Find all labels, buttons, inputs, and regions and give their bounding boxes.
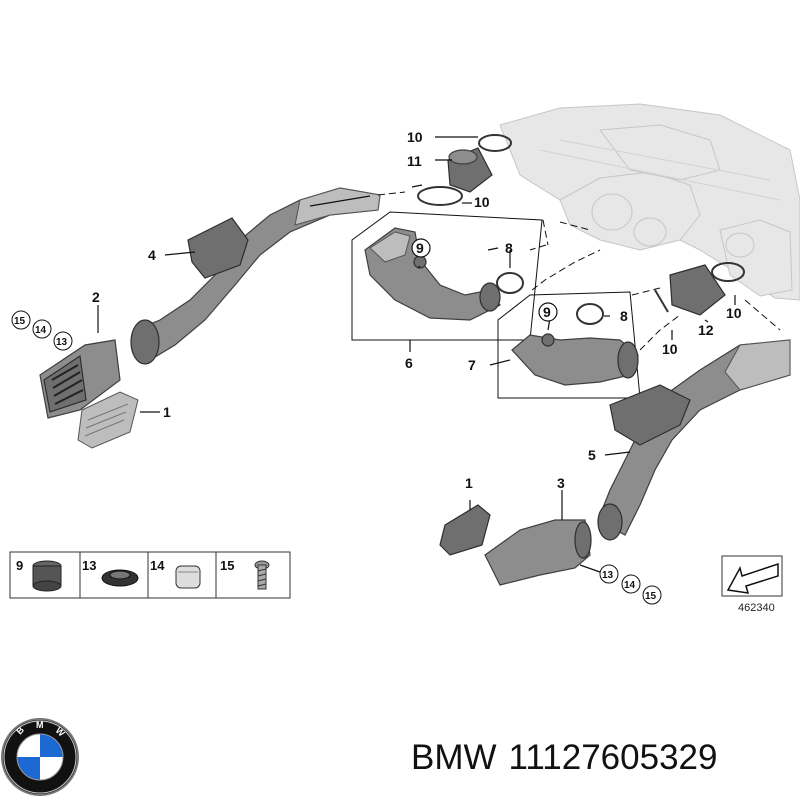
brand-name: BMW: [411, 738, 497, 777]
part-4-air-duct: [130, 187, 381, 365]
part-12-boot: [654, 262, 745, 316]
part-5-air-duct: [597, 339, 791, 541]
callout-2: 2: [92, 289, 100, 305]
legend-num-14: 14: [150, 558, 165, 573]
part-caption: BMW 11127605329: [411, 738, 791, 788]
callout-3: 3: [557, 475, 565, 491]
part-7-elbow: [511, 303, 639, 386]
callout-8: 8: [620, 308, 628, 324]
part-1-grille: [77, 391, 139, 449]
callout-1: 1: [465, 475, 473, 491]
callout-14: 14: [624, 580, 636, 591]
part-6-elbow: [364, 227, 524, 321]
part-11-boot: [411, 134, 512, 206]
grommet-icon: [32, 560, 62, 592]
callout-14: 14: [35, 325, 47, 336]
part-3-scoop: [484, 519, 592, 586]
callout-11: 11: [407, 153, 422, 169]
circled-callouts: 9 9 15 14 13 13 14 15: [11, 238, 662, 605]
bmw-logo: B M W: [1, 718, 79, 796]
callout-numbers: 10 11 10 4 2 1 8 6 8 7 12 10 10 5 1 3: [92, 129, 742, 491]
callout-13: 13: [56, 337, 68, 348]
callout-15: 15: [14, 316, 26, 327]
part-6-frame: [351, 211, 543, 341]
svg-text:M: M: [36, 720, 44, 730]
callout-1: 1: [163, 404, 171, 420]
screw-icon: [254, 560, 270, 590]
callout-4: 4: [148, 247, 156, 263]
callout-9: 9: [416, 240, 424, 256]
engine-block-illustration: [499, 103, 800, 301]
callout-10: 10: [726, 305, 742, 321]
part-7-frame: [497, 291, 641, 399]
callout-10: 10: [662, 341, 678, 357]
view-direction-box: 462340: [721, 555, 783, 614]
rubber-grommet-icon: [101, 569, 139, 587]
part-1-lower-grille: [439, 504, 491, 556]
part-number: 11127605329: [508, 738, 718, 777]
callout-13: 13: [602, 570, 614, 581]
callout-9: 9: [543, 304, 551, 320]
fastener-legend: 9 13 14 15: [9, 551, 291, 599]
callout-10: 10: [474, 194, 490, 210]
drawing-number: 462340: [738, 602, 775, 614]
legend-num-9: 9: [16, 558, 23, 573]
legend-num-13: 13: [82, 558, 96, 573]
legend-num-15: 15: [220, 558, 234, 573]
clip-nut-icon: [175, 565, 201, 589]
callout-6: 6: [405, 355, 413, 371]
part-2-intake-scoop: [39, 339, 121, 419]
leader-lines: [97, 136, 781, 573]
callout-10: 10: [407, 129, 423, 145]
callout-8: 8: [505, 240, 513, 256]
callout-15: 15: [645, 591, 657, 602]
callout-12: 12: [698, 322, 714, 338]
callout-7: 7: [468, 357, 476, 373]
callout-5: 5: [588, 447, 596, 463]
